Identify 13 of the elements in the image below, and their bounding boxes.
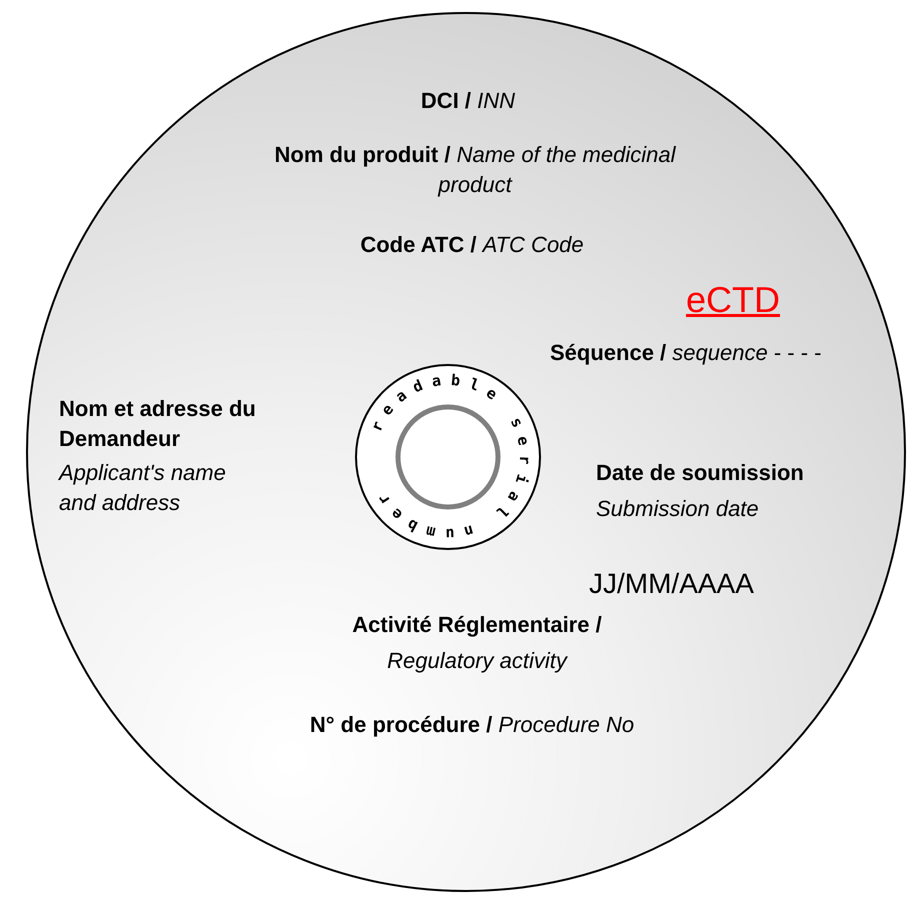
ectd-text: eCTD [684, 282, 781, 318]
applicant-heading: Nom et adresse du Demandeur [59, 395, 257, 453]
regulatory-activity-heading: Activité Réglementaire / [351, 611, 603, 639]
sequence-text: Séquence / sequence - - - - [550, 339, 822, 367]
procedure-number-text: N° de procédure / Procedure No [308, 711, 636, 739]
date-format-text: JJ/MM/AAAA [589, 570, 755, 598]
product-name-text: Nom du produit / Name of the medicinal product [274, 141, 677, 199]
applicant-subtext: Applicant's name and address [59, 459, 227, 517]
regulatory-activity-subtext: Regulatory activity [386, 647, 569, 675]
title-text: DCI / INN [420, 87, 516, 115]
submission-date-heading: Date de soumission [596, 459, 805, 487]
submission-date-subtext: Submission date [596, 495, 760, 523]
atc-code-text: Code ATC / ATC Code [359, 231, 585, 259]
